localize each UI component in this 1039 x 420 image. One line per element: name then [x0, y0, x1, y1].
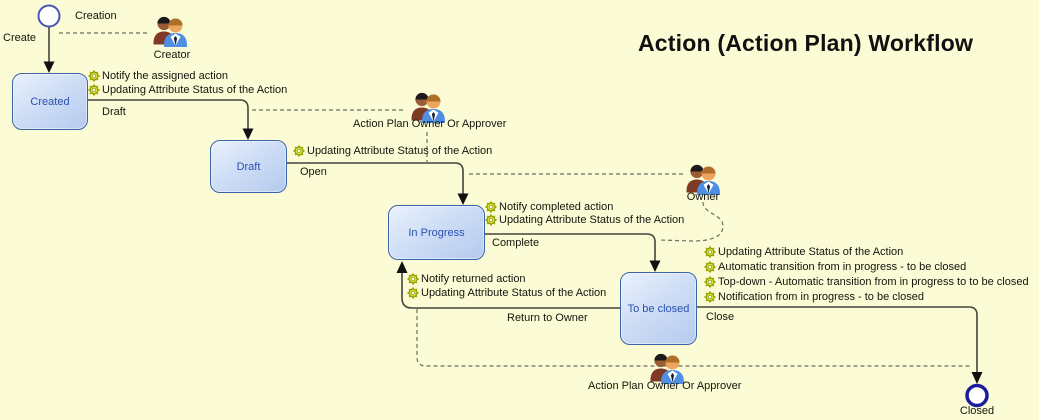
function-label: Notification from in progress - to be cl…: [718, 291, 925, 303]
creator-actor-icon: [151, 12, 189, 47]
arrowhead-into-closed: [971, 372, 983, 384]
function-label: Updating Attribute Status of the Action: [718, 246, 904, 258]
gear-icon: [293, 145, 305, 157]
function-label: Notify the assigned action: [102, 70, 228, 82]
state-created: Created: [12, 73, 88, 130]
gear-icon: [407, 273, 419, 285]
function-label: Updating Attribute Status of the Action: [499, 214, 685, 226]
gear-icon: [88, 70, 100, 82]
arrowhead-into-draft: [242, 128, 254, 140]
owner-approver-bottom-actor-icon: [648, 349, 686, 384]
gear-icon: [407, 287, 419, 299]
arrowhead-into-in-progress: [457, 193, 469, 205]
owner-actor-label: Owner: [686, 191, 720, 203]
complete-transition-label: Complete: [492, 237, 540, 249]
transition-line-close: [697, 306, 978, 372]
gear-icon: [704, 276, 716, 288]
draft-transition-label: Draft: [102, 106, 126, 118]
function-label: Notify returned action: [421, 273, 526, 285]
return-to-owner-transition-label: Return to Owner: [507, 312, 588, 324]
creator-actor-label: Creator: [153, 49, 191, 61]
function-item: Updating Attribute Status of the Action: [407, 287, 606, 299]
function-label: Automatic transition from in progress - …: [718, 261, 967, 273]
function-item: Updating Attribute Status of the Action: [704, 246, 903, 258]
owner-approver-bottom-actor-label: Action Plan Owner Or Approver: [588, 380, 742, 392]
gear-icon: [485, 201, 497, 213]
function-item: Notify the assigned action: [88, 70, 228, 82]
state-draft-label: Draft: [236, 160, 261, 173]
state-created-label: Created: [30, 95, 70, 108]
arrowhead-into-created: [43, 61, 55, 73]
closed-end-node: [965, 383, 989, 408]
page-title: Action (Action Plan) Workflow: [638, 30, 974, 56]
function-item: Notify completed action: [485, 201, 613, 213]
creation-start-node: [37, 4, 61, 28]
function-item: Automatic transition from in progress - …: [704, 261, 966, 273]
gear-icon: [485, 214, 497, 226]
function-item: Updating Attribute Status of the Action: [293, 145, 492, 157]
function-item: Notification from in progress - to be cl…: [704, 291, 924, 303]
function-label: Updating Attribute Status of the Action: [421, 287, 607, 299]
function-item: Notify returned action: [407, 273, 526, 285]
gear-icon: [704, 261, 716, 273]
function-label: Updating Attribute Status of the Action: [307, 145, 493, 157]
arrowhead-into-to-be-closed: [649, 260, 661, 272]
create-transition-label: Create: [3, 32, 37, 44]
function-item: Updating Attribute Status of the Action: [88, 84, 287, 96]
gear-icon: [704, 291, 716, 303]
state-in-progress-label: In Progress: [408, 226, 465, 239]
owner-approver-top-actor-label: Action Plan Owner Or Approver: [353, 118, 507, 130]
creation-node-label: Creation: [75, 10, 117, 22]
function-item: Top-down - Automatic transition from in …: [704, 276, 1029, 288]
function-label: Notify completed action: [499, 201, 614, 213]
state-in-progress: In Progress: [388, 205, 485, 260]
close-transition-label: Close: [706, 311, 735, 323]
open-transition-label: Open: [300, 166, 327, 178]
arrowhead-return-into-in-progress: [396, 261, 408, 273]
gear-icon: [704, 246, 716, 258]
function-label: Top-down - Automatic transition from in …: [718, 276, 1029, 288]
state-to-be-closed: To be closed: [620, 272, 697, 345]
owner-actor-icon: [684, 160, 722, 195]
state-draft: Draft: [210, 140, 287, 193]
closed-node-label: Closed: [959, 405, 995, 417]
gear-icon: [88, 84, 100, 96]
function-item: Updating Attribute Status of the Action: [485, 214, 684, 226]
function-label: Updating Attribute Status of the Action: [102, 84, 288, 96]
state-to-be-closed-label: To be closed: [627, 302, 690, 315]
